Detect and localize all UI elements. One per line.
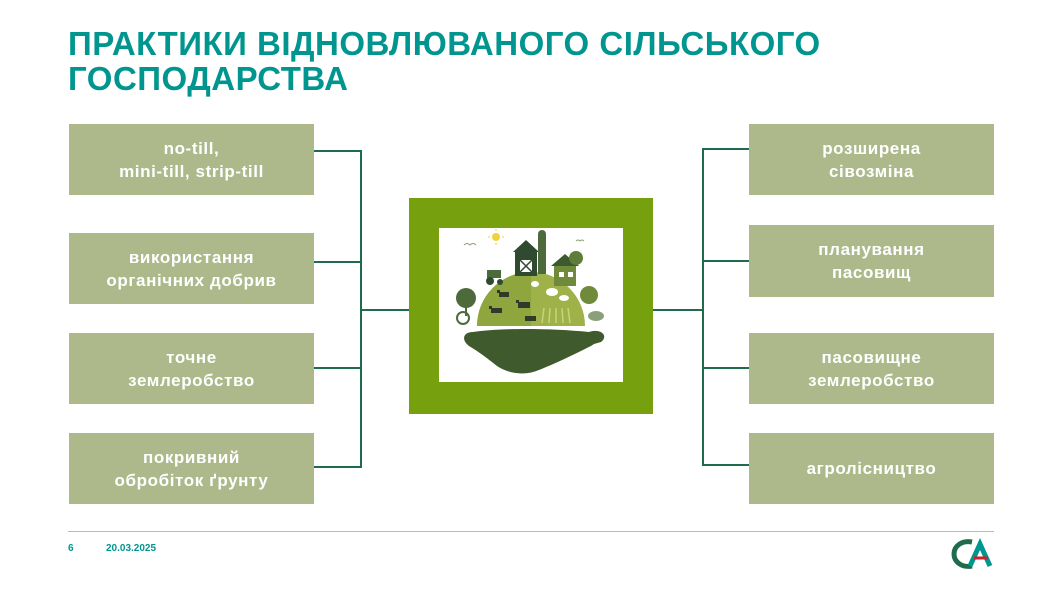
page-title: ПРАКТИКИ ВІДНОВЛЮВАНОГО СІЛЬСЬКОГО ГОСПО… — [68, 25, 821, 97]
practice-box-precision-farming: точне землеробство — [69, 333, 314, 404]
practice-box-no-till: no-till, mini-till, strip-till — [69, 124, 314, 195]
practice-box-crop-rotation: розширена сівозміна — [749, 124, 994, 195]
practice-box-pasture-farming: пасовищне землеробство — [749, 333, 994, 404]
hand-holding-farm-globe-icon — [456, 229, 605, 374]
credit-agricole-logo-icon — [951, 538, 993, 569]
slide-date: 20.03.2025 — [106, 543, 157, 554]
center-image-panel — [439, 228, 623, 382]
center-frame — [409, 198, 653, 414]
practice-box-cover-tillage: покривний обробіток ґрунту — [69, 433, 314, 504]
page-number: 6 — [68, 543, 74, 554]
practice-box-agroforestry: агролісництво — [749, 433, 994, 504]
practice-box-organic-fertilizers: використання органічних добрив — [69, 233, 314, 304]
practice-box-pasture-planning: планування пасовищ — [749, 225, 994, 297]
footer-divider — [68, 531, 994, 532]
